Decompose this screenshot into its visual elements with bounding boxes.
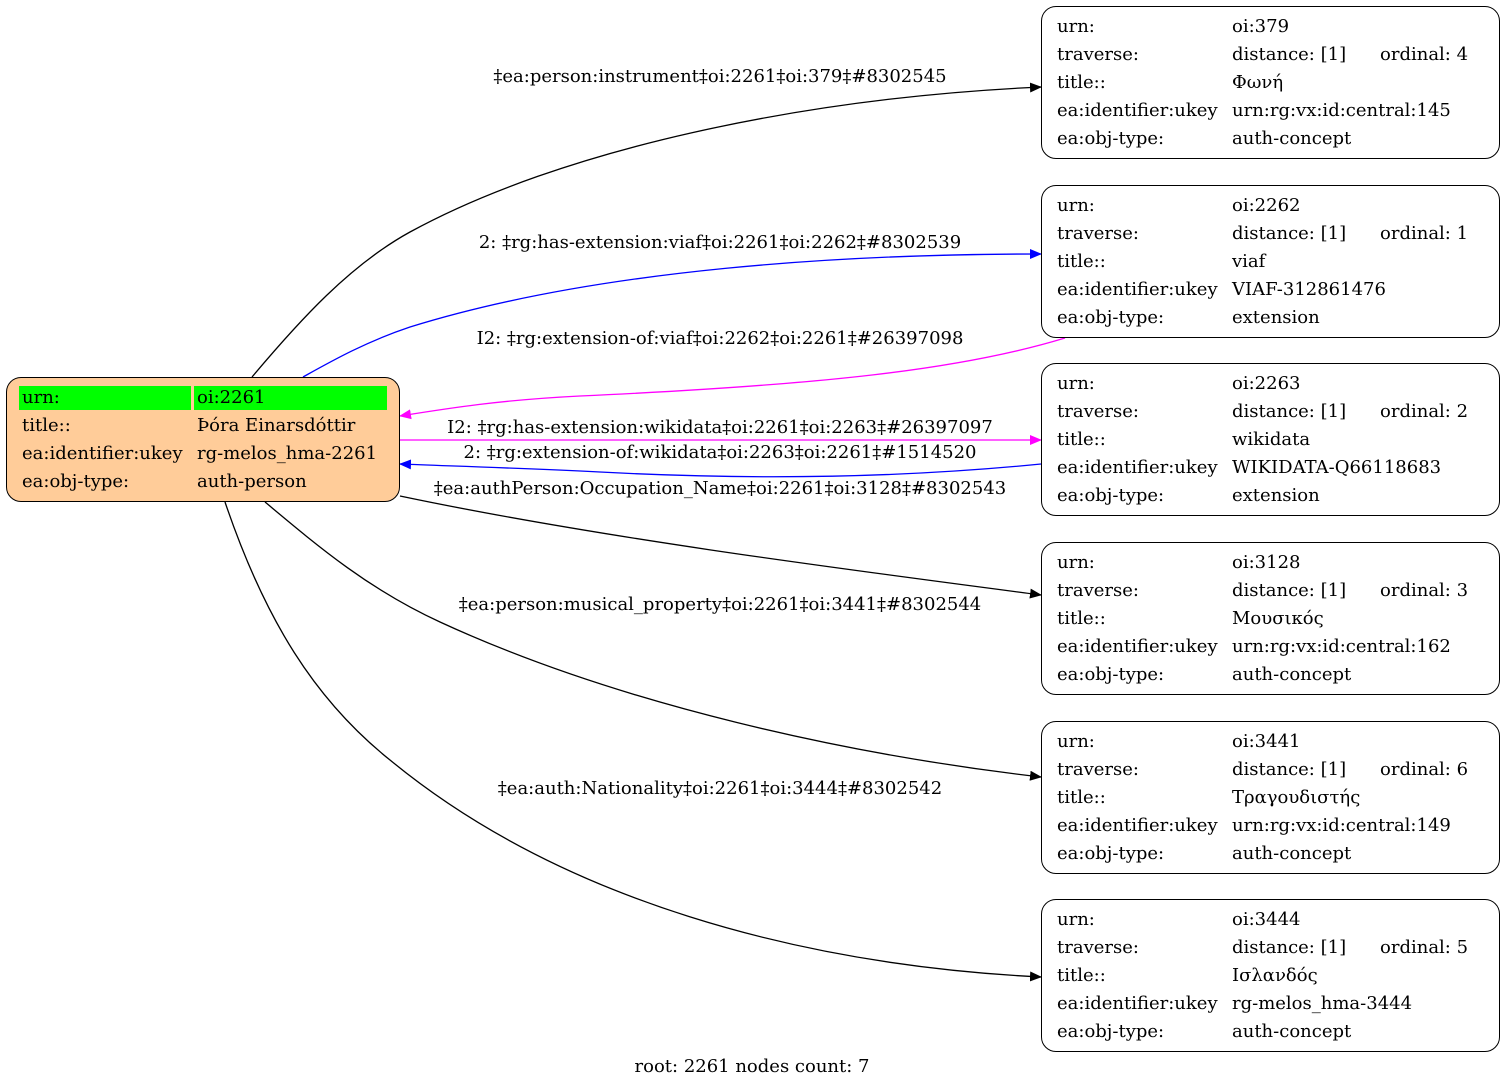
child-value: urn:rg:vx:id:central:162 <box>1232 636 1451 657</box>
child-distance: distance: [1] <box>1232 937 1347 958</box>
child-ordinal: ordinal: 2 <box>1380 401 1469 422</box>
child-key: ea:identifier:ukey <box>1057 279 1218 300</box>
child-value: oi:2262 <box>1232 195 1301 216</box>
child-value: viaf <box>1232 251 1266 272</box>
edge-2261-3444 <box>224 501 1042 982</box>
edge-label: 2: ‡rg:has-extension:viaf‡oi:2261‡oi:226… <box>478 232 962 253</box>
edge-2261-379 <box>251 82 1042 378</box>
child-value: WIKIDATA-Q66118683 <box>1232 457 1442 478</box>
child-value: auth-concept <box>1232 664 1352 685</box>
child-ordinal: ordinal: 6 <box>1380 759 1469 780</box>
child-value: oi:3128 <box>1232 552 1301 573</box>
edge-label: 2: ‡rg:extension-of:wikidata‡oi:2263‡oi:… <box>463 442 977 463</box>
child-ordinal: ordinal: 5 <box>1380 937 1469 958</box>
child-value: urn:rg:vx:id:central:149 <box>1232 815 1451 836</box>
child-key: urn: <box>1057 16 1095 37</box>
child-node[interactable]: urn: oi:3128 traverse: distance: [1] ordinal… <box>1041 542 1500 695</box>
child-key: urn: <box>1057 909 1095 930</box>
child-value: auth-concept <box>1232 843 1352 864</box>
child-key: urn: <box>1057 552 1095 573</box>
edge-label: ‡ea:person:musical_property‡oi:2261‡oi:3… <box>458 594 982 615</box>
child-value: Ισλανδός <box>1232 965 1318 986</box>
root-node[interactable]: urn: oi:2261 title:: Þóra Einarsdóttir e… <box>6 377 400 502</box>
child-value: urn:rg:vx:id:central:145 <box>1232 100 1451 121</box>
child-distance: distance: [1] <box>1232 44 1347 65</box>
child-value: Φωνή <box>1232 72 1284 93</box>
child-node[interactable]: urn: oi:3441 traverse: distance: [1] ordinal… <box>1041 721 1500 874</box>
child-key: title:: <box>1057 72 1106 93</box>
root-value: oi:2261 <box>194 386 387 410</box>
child-key: ea:identifier:ukey <box>1057 993 1218 1014</box>
child-key: title:: <box>1057 965 1106 986</box>
edge-label: I2: ‡rg:has-extension:wikidata‡oi:2261‡o… <box>447 417 993 438</box>
root-key: title:: <box>22 415 71 436</box>
child-value: oi:3441 <box>1232 731 1301 752</box>
child-ordinal: ordinal: 1 <box>1380 223 1469 244</box>
child-key: ea:obj-type: <box>1057 128 1165 149</box>
child-value: extension <box>1232 307 1320 328</box>
child-value: Μουσικός <box>1232 608 1324 629</box>
child-value: VIAF-312861476 <box>1232 279 1386 300</box>
edge-2262-2261 <box>399 337 1066 420</box>
child-distance: distance: [1] <box>1232 401 1347 422</box>
child-key: traverse: <box>1057 937 1139 958</box>
graph-footer: root: 2261 nodes count: 7 <box>634 1056 870 1077</box>
child-node[interactable]: urn: oi:2263 traverse: distance: [1] ordinal… <box>1041 363 1500 516</box>
child-value: Τραγουδιστής <box>1232 787 1361 808</box>
child-value: auth-concept <box>1232 128 1352 149</box>
child-key: title:: <box>1057 608 1106 629</box>
child-key: urn: <box>1057 731 1095 752</box>
edge-label: ‡ea:authPerson:Occupation_Name‡oi:2261‡o… <box>433 478 1007 499</box>
child-value: auth-concept <box>1232 1021 1352 1042</box>
child-key: title:: <box>1057 429 1106 450</box>
child-value: rg-melos_hma-3444 <box>1232 993 1413 1014</box>
root-key: urn: <box>19 386 191 410</box>
child-key: ea:identifier:ukey <box>1057 100 1218 121</box>
edge-label: ‡ea:auth:Nationality‡oi:2261‡oi:3444‡#83… <box>497 778 943 799</box>
child-ordinal: ordinal: 4 <box>1380 44 1469 65</box>
child-key: traverse: <box>1057 759 1139 780</box>
edge-2263-2261 <box>399 459 1042 478</box>
child-value: oi:3444 <box>1232 909 1301 930</box>
child-key: traverse: <box>1057 580 1139 601</box>
child-key: ea:obj-type: <box>1057 1021 1165 1042</box>
child-key: urn: <box>1057 195 1095 216</box>
child-key: ea:obj-type: <box>1057 307 1165 328</box>
root-value: Þóra Einarsdóttir <box>197 415 356 436</box>
child-key: ea:obj-type: <box>1057 485 1165 506</box>
edge-label: I2: ‡rg:extension-of:viaf‡oi:2262‡oi:226… <box>476 328 964 349</box>
edge-2261-2262 <box>302 249 1042 378</box>
child-key: ea:identifier:ukey <box>1057 636 1218 657</box>
edge-2261-3128 <box>399 495 1042 599</box>
child-distance: distance: [1] <box>1232 580 1347 601</box>
child-value: oi:379 <box>1232 16 1290 37</box>
root-key: ea:obj-type: <box>22 471 130 492</box>
child-key: ea:identifier:ukey <box>1057 815 1218 836</box>
child-node[interactable]: urn: oi:3444 traverse: distance: [1] ordinal… <box>1041 899 1500 1052</box>
child-key: title:: <box>1057 787 1106 808</box>
child-node[interactable]: urn: oi:2262 traverse: distance: [1] ordinal… <box>1041 185 1500 338</box>
child-value: wikidata <box>1232 429 1311 450</box>
child-ordinal: ordinal: 3 <box>1380 580 1469 601</box>
child-key: urn: <box>1057 373 1095 394</box>
child-node[interactable]: urn: oi:379 traverse: distance: [1] ordinal:… <box>1041 6 1500 159</box>
child-key: traverse: <box>1057 223 1139 244</box>
child-value: extension <box>1232 485 1320 506</box>
child-key: traverse: <box>1057 44 1139 65</box>
child-key: title:: <box>1057 251 1106 272</box>
child-key: ea:identifier:ukey <box>1057 457 1218 478</box>
child-key: traverse: <box>1057 401 1139 422</box>
root-key: ea:identifier:ukey <box>22 443 183 464</box>
child-distance: distance: [1] <box>1232 759 1347 780</box>
root-value: auth-person <box>197 471 307 492</box>
root-value: rg-melos_hma-2261 <box>197 443 378 464</box>
edge-label: ‡ea:person:instrument‡oi:2261‡oi:379‡#83… <box>493 66 947 87</box>
edge-2261-3441 <box>264 501 1042 781</box>
child-distance: distance: [1] <box>1232 223 1347 244</box>
child-key: ea:obj-type: <box>1057 843 1165 864</box>
child-value: oi:2263 <box>1232 373 1301 394</box>
child-key: ea:obj-type: <box>1057 664 1165 685</box>
